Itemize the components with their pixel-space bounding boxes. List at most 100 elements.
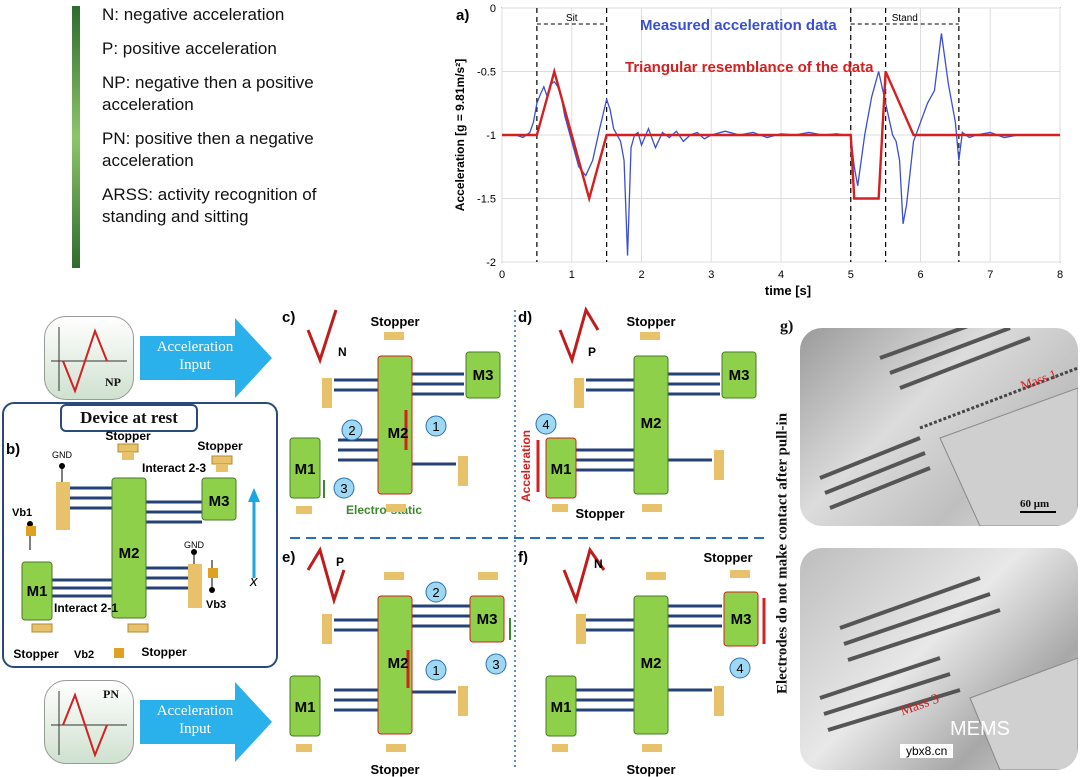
chart-xtick-label: 4 (778, 269, 784, 281)
chart-xtick-label: 5 (848, 269, 854, 281)
legend: N: negative acceleration P: positive acc… (102, 4, 372, 240)
input-arrow-top (140, 318, 272, 398)
device-at-rest-diagram: b) M2 M1 M3 Stopper Stopper Stopper Stop… (6, 429, 260, 661)
sem-image-mass1-texture (819, 328, 1078, 526)
legend-triangular: Triangular resemblance of the data (625, 59, 874, 76)
chart-xtick-label: 3 (708, 269, 714, 281)
panel-c-electro: Electro-static (346, 503, 422, 517)
panel-b-stopper-bottom: Stopper (141, 645, 187, 659)
sem-image-mass1: Mass 1 60 μm (800, 328, 1078, 526)
panel-dividers (290, 310, 765, 770)
panel-f-m2: M2 (641, 655, 662, 672)
chart-region-label: Stand (892, 13, 918, 24)
panel-b-vb2: Vb2 (74, 649, 94, 661)
panel-b-stopper-top: Stopper (105, 429, 151, 443)
panel-d-num-4: 4 (542, 417, 549, 432)
panel-c-m2-text: M2 (388, 425, 409, 442)
np-waveform-icon (51, 327, 127, 394)
panel-c-m1: M1 (295, 461, 316, 478)
chart-ylabel: Acceleration [g = 9.81m/s²] (453, 59, 467, 211)
chart-xtick-label: 8 (1057, 269, 1063, 281)
panel-e-num-2: 2 (432, 585, 439, 600)
legend-item-arss: ARSS: activity recognition of standing a… (102, 185, 317, 226)
pn-waveform-card: PN (44, 680, 134, 764)
panel-b-interact23: Interact 2-3 (142, 461, 206, 475)
panel-c-num-3: 3 (340, 481, 347, 496)
panel-e-m1: M1 (295, 699, 316, 716)
panel-d-accel: Acceleration (519, 430, 533, 502)
panel-f-label: f) (518, 549, 528, 566)
panel-e-m2: M2 (388, 655, 409, 672)
input-arrow-bottom (140, 682, 272, 762)
panel-c-stopper-top: Stopper (370, 314, 419, 329)
device-at-rest-panel (2, 402, 278, 668)
chart-xtick-label: 1 (569, 269, 575, 281)
panel-b-label: b) (6, 441, 20, 458)
panel-b-gnd-left: GND (52, 450, 73, 460)
panel-e-m3: M3 (477, 611, 498, 628)
legend-color-bar (72, 6, 80, 268)
panel-g-side-text: Electrodes do not make contact after pul… (774, 412, 791, 695)
chart-ytick-label: -1.5 (477, 194, 496, 206)
device-at-rest-title: Device at rest (60, 404, 198, 432)
chart-ytick-label: -1 (486, 130, 496, 142)
legend-item-np: NP: negative then a positive acceleratio… (102, 73, 314, 114)
panel-g-side-text-box: Electrodes do not make contact after pul… (770, 360, 796, 750)
panel-f-num-4: 4 (736, 661, 743, 676)
sem-image-mass3: Mass 3 MEMS (800, 548, 1078, 770)
legend-item-p: P: positive acceleration (102, 39, 277, 58)
panel-d-m3: M3 (729, 367, 750, 384)
panel-c: c) N Stopper c) M1 M3 M2 2 1 3 Electro-s… (282, 309, 501, 517)
chart-ytick-label: 0 (490, 3, 496, 15)
panel-g-label: g) (780, 318, 794, 335)
panel-f: f) N Stopper M1 M2 M3 4 Stopper (518, 546, 766, 777)
np-waveform-card: NP (44, 316, 134, 400)
panel-e-type: P (336, 555, 344, 569)
panel-c-label: c) (282, 309, 295, 326)
input-arrow-text-bottom: Acceleration Input (156, 703, 234, 737)
chart-xtick-label: 0 (499, 269, 505, 281)
panel-d-label: d) (518, 309, 532, 326)
panel-d-stopper-bottom: Stopper (575, 506, 624, 521)
input-arrow-text-top: Acceleration Input (156, 339, 234, 373)
panel-b-m3: M3 (209, 493, 230, 510)
chart-panel-label: a) (456, 7, 469, 24)
panel-f-type: N (594, 557, 603, 571)
panel-b-axis-x: x (249, 573, 258, 590)
panel-d: d) P Stopper M1 M2 M3 4 Acceleration Sto… (518, 306, 757, 521)
panel-c-num-2: 2 (348, 423, 355, 438)
panel-d-type: P (588, 345, 596, 359)
panel-b-stopper-right: Stopper (197, 439, 243, 453)
chart-series (502, 33, 1060, 256)
pn-label: PN (103, 687, 119, 701)
panel-b-interact21: Interact 2-1 (54, 601, 118, 615)
panel-e-label: e) (282, 549, 295, 566)
chart-series-line-0 (502, 33, 1060, 256)
panel-c-type: N (338, 345, 347, 359)
pn-waveform-icon (51, 691, 127, 758)
chart-xtick-label: 6 (917, 269, 923, 281)
watermark-text: MEMS (950, 718, 1010, 740)
sem-image-mass3-texture (819, 576, 1078, 770)
legend-item-pn: PN: positive then a negative acceleratio… (102, 129, 314, 170)
chart-xlabel: time [s] (765, 283, 811, 298)
chart-series-line-1 (502, 66, 1060, 204)
panel-f-m3: M3 (731, 611, 752, 628)
panel-f-stopper-bottom: Stopper (626, 762, 675, 777)
panel-c-num-1: 1 (432, 419, 439, 434)
panel-b-m1: M1 (27, 583, 48, 600)
panel-d-m1: M1 (551, 461, 572, 478)
site-watermark: ybx8.cn (900, 744, 954, 758)
sem-scale-label: 60 μm (1020, 498, 1050, 510)
chart-xtick-label: 2 (638, 269, 644, 281)
panel-e-num-1: 1 (432, 663, 439, 678)
panel-b-m2: M2 (119, 545, 140, 562)
panel-f-stopper-top: Stopper (703, 550, 752, 565)
panel-b-vb1: Vb1 (12, 507, 32, 519)
panel-e-stopper-bottom: Stopper (370, 762, 419, 777)
chart-ytick-label: -2 (486, 257, 496, 269)
panel-d-stopper-top: Stopper (626, 314, 675, 329)
panel-b-stopper-left: Stopper (13, 647, 59, 661)
legend-measured: Measured acceleration data (640, 17, 837, 34)
